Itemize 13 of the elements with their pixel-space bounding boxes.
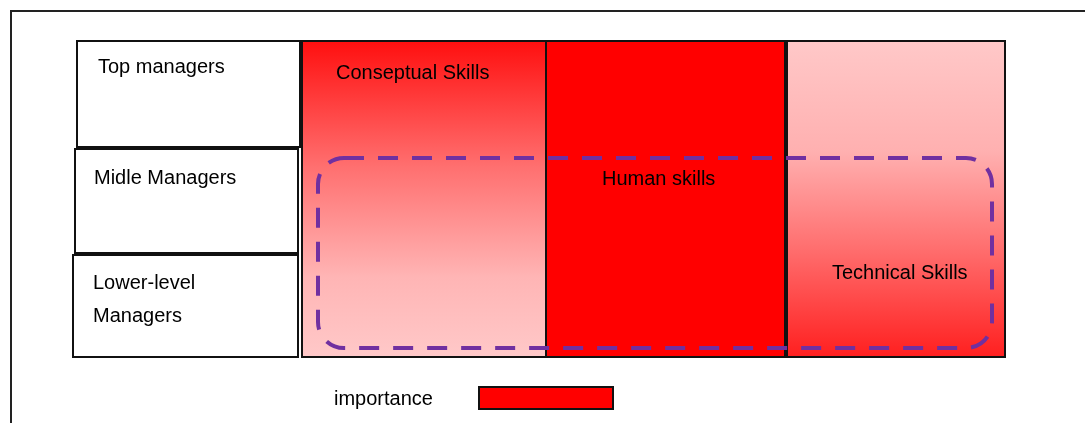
- legend-label: importance: [334, 386, 433, 411]
- skill-column: [786, 40, 1006, 358]
- node-label: Lower-level Managers: [93, 270, 197, 328]
- node-label: Midle Managers: [94, 165, 238, 190]
- manager-level-box: [72, 254, 299, 358]
- node-label: Conseptual Skills: [336, 60, 491, 85]
- skill-column: [301, 40, 547, 358]
- manager-level-box: [74, 148, 299, 254]
- node-label: Technical Skills: [832, 260, 969, 285]
- node-label: Human skills: [602, 166, 717, 191]
- node-label: Top managers: [98, 54, 226, 79]
- skill-column: [545, 40, 786, 358]
- manager-level-box: [76, 40, 301, 148]
